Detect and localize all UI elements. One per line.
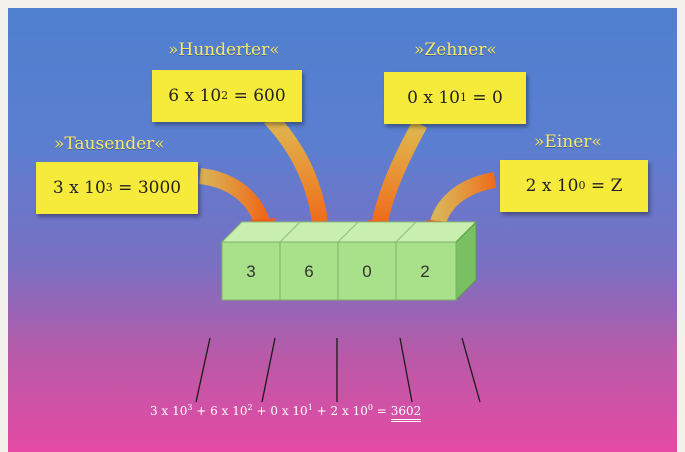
digit-tens: 0 [362, 262, 371, 281]
sum-formula: 3 x 103 + 6 x 102 + 0 x 101 + 2 x 100 = … [150, 404, 422, 422]
label-zehner: »Zehner« [414, 40, 497, 60]
sum-result: 3602 [390, 404, 422, 422]
digit-cube-3 [337, 241, 397, 301]
digit-hundreds: 6 [304, 262, 313, 281]
digit-thousands: 3 [246, 262, 255, 281]
digit-cube-1 [221, 241, 281, 301]
digit-ones: 2 [420, 262, 429, 281]
label-einer: »Einer« [534, 132, 602, 152]
label-tausender: »Tausender« [54, 134, 165, 154]
connector-lines [195, 337, 481, 403]
digit-block: 3 6 0 2 [220, 220, 478, 302]
digit-cube-4 [395, 241, 457, 301]
label-hunderter: »Hunderter« [168, 40, 280, 60]
